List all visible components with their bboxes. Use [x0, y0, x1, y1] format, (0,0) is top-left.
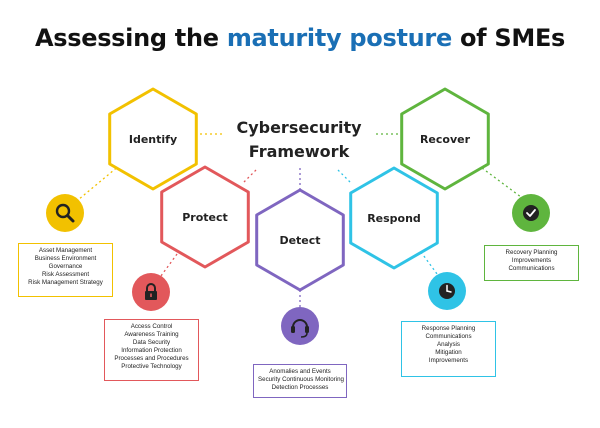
- category-item: Communications: [508, 265, 555, 273]
- category-item: Data Security: [132, 339, 171, 347]
- title-highlight: maturity posture: [226, 24, 452, 52]
- category-item: Risk Assessment: [41, 271, 90, 279]
- title-part1: Assessing the: [34, 24, 227, 52]
- icon-circle-detect: [281, 307, 319, 345]
- hexagon-recover: Recover: [400, 87, 490, 191]
- connector-framework-protect: [243, 169, 257, 183]
- hexagon-label-detect: Detect: [279, 234, 320, 247]
- clock-icon: [439, 283, 455, 299]
- framework-label-line2: Framework: [249, 142, 350, 161]
- icon-circle-identify: [46, 194, 84, 232]
- connector-recover: [477, 164, 526, 201]
- hexagon-label-protect: Protect: [182, 211, 228, 224]
- hexagon-label-recover: Recover: [420, 133, 471, 146]
- page-title: Assessing the maturity posture of SMEs: [0, 24, 600, 52]
- category-item: Improvements: [511, 257, 552, 265]
- category-item: Asset Management: [38, 247, 93, 254]
- hexagon-protect: Protect: [160, 165, 250, 269]
- padlock-icon: [145, 283, 157, 300]
- framework-label-line1: Cybersecurity: [236, 118, 362, 137]
- connector-identify: [71, 164, 121, 206]
- connector-framework-respond: [337, 169, 353, 185]
- hexagon-label-identify: Identify: [129, 133, 177, 146]
- category-item: Business Environment: [34, 255, 97, 263]
- icon-circles: [46, 194, 550, 345]
- headset-icon: [291, 319, 309, 338]
- category-item: Information Protection: [121, 347, 182, 355]
- category-item: Protective Technology: [121, 363, 182, 371]
- checkmark-icon: [523, 205, 539, 221]
- category-item: Analysis: [436, 341, 461, 349]
- category-item: Detection Processes: [271, 384, 329, 392]
- connector-protect: [157, 249, 181, 281]
- icon-circle-recover: [512, 194, 550, 232]
- category-item: Improvements: [428, 357, 469, 365]
- category-item: Mitigation: [435, 349, 462, 357]
- hexagon-respond: Respond: [349, 166, 439, 270]
- category-item: Processes and Procedures: [114, 355, 189, 363]
- icon-circle-respond: [428, 272, 466, 310]
- hexagon-shape-recover: [400, 87, 490, 191]
- hexagon-shape-protect: [160, 165, 250, 269]
- icon-circle-protect: [132, 273, 170, 311]
- category-item: Recovery Planning: [505, 249, 558, 256]
- hexagon-shape-identify: [108, 87, 198, 191]
- hexagon-identify: Identify: [108, 87, 198, 191]
- category-item: Security Continuous Monitoring: [258, 376, 344, 384]
- hexagon-label-respond: Respond: [367, 212, 421, 225]
- category-item: Communications: [425, 333, 472, 341]
- title-part2: of SMEs: [451, 24, 566, 52]
- hexagon-detect: Detect: [255, 188, 345, 292]
- category-item: Response Planning: [421, 325, 476, 332]
- category-item: Access Control: [130, 323, 173, 330]
- category-item: Anomalies and Events: [269, 368, 331, 375]
- hexagon-shape-respond: [349, 166, 439, 270]
- category-item: Awareness Training: [124, 331, 179, 339]
- hexagon-shape-detect: [255, 188, 345, 292]
- magnifier-icon: [55, 203, 75, 223]
- category-item: Risk Management Strategy: [28, 279, 103, 287]
- category-item: Governance: [48, 263, 83, 271]
